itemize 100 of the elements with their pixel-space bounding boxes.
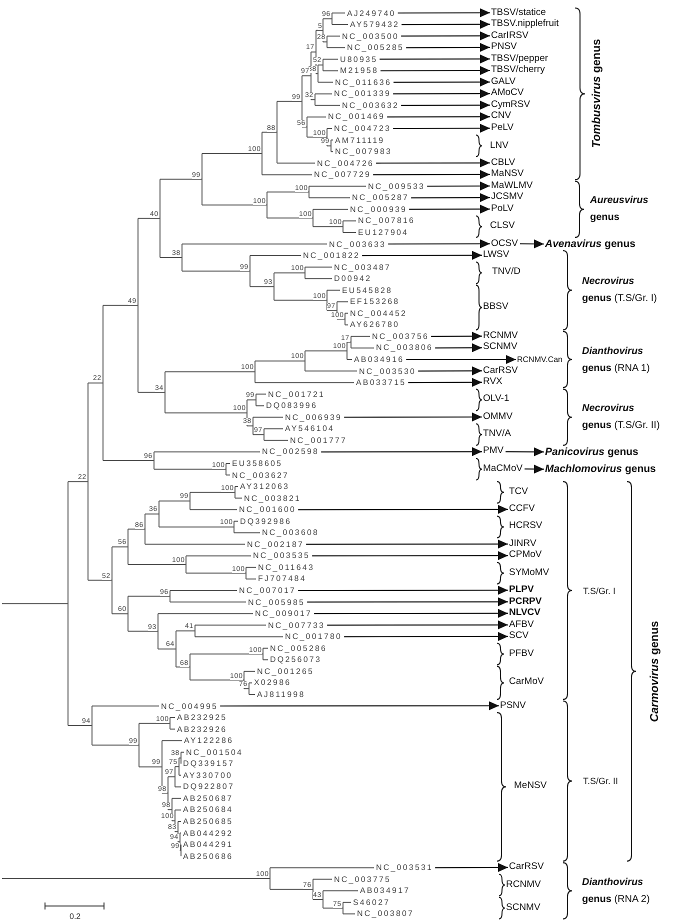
virus-name-label: CCFV — [509, 504, 535, 515]
accession-label: NC_001822 — [303, 251, 360, 260]
accession-label: U80935 — [340, 54, 378, 64]
accession-label: NC_005286 — [270, 644, 328, 653]
virus-name-label: TNV/A — [483, 429, 511, 440]
arrow — [220, 701, 499, 710]
accession-label: DQ922807 — [183, 782, 234, 792]
accession-label: NC_003633 — [329, 240, 386, 248]
virus-name-label: TCV — [509, 486, 528, 498]
arrow — [411, 193, 490, 202]
accession-label: AY312063 — [240, 482, 290, 492]
accession-label: EU545828 — [342, 286, 393, 295]
accession-label: AJ811998 — [257, 690, 306, 699]
virus-name-label: RVX — [483, 377, 502, 388]
arrow — [394, 78, 490, 87]
virus-name-label: LWSV — [483, 250, 510, 261]
accession-label: AY546104 — [285, 424, 335, 434]
virus-name-label: TNV/D — [492, 267, 520, 278]
arrow — [373, 170, 490, 179]
arrow — [321, 447, 482, 456]
arrow — [393, 89, 490, 98]
accession-label: NC_007017 — [239, 586, 296, 595]
accession-label: S46027 — [353, 898, 390, 907]
accession-label: AY122286 — [184, 736, 234, 746]
arrow — [314, 608, 508, 618]
virus-name-label: MeNSV — [514, 781, 547, 792]
arrow — [344, 632, 508, 641]
arrow — [506, 447, 544, 456]
accession-label: NC_007983 — [335, 147, 392, 156]
arrow — [380, 66, 490, 76]
arrow — [435, 343, 482, 352]
accession-label: NC_003632 — [342, 100, 400, 110]
accession-label: NC_001600 — [239, 505, 296, 514]
accession-label: NC_003821 — [244, 494, 302, 503]
virus-name-label: NLVCV — [509, 608, 540, 619]
arrow — [406, 355, 516, 364]
accession-label: NC_003535 — [253, 551, 310, 560]
accession-label: AB232926 — [177, 724, 228, 734]
accession-label: NC_003500 — [342, 32, 400, 41]
accession-label: NC_003806 — [376, 343, 434, 352]
virus-name-label: RCNMV.Can — [517, 355, 562, 364]
subgroup-label: T.S/Gr. II — [583, 776, 618, 786]
virus-name-label: TBSV/statice — [491, 8, 546, 18]
accession-label: EU358605 — [232, 458, 283, 468]
virus-name-label: AMoCV — [491, 88, 524, 99]
virus-name-label: PNSV — [491, 42, 517, 53]
accession-label: AM711119 — [335, 136, 385, 145]
accession-label: NC_004723 — [334, 124, 392, 133]
virus-name-label: CarRSV — [509, 862, 544, 873]
accession-label: NC_003775 — [334, 874, 392, 884]
accession-label: AB034916 — [354, 355, 404, 364]
arrow — [388, 239, 490, 248]
virus-name-label: LNV — [490, 141, 508, 152]
genus-label: Aureusvirus genus — [590, 194, 650, 226]
genus-label: Necrovirus genus (T.S/Gr. I) — [582, 275, 658, 306]
virus-name-label: TBSV.nipplefruit — [491, 19, 559, 30]
accession-label: AB044292 — [183, 828, 234, 838]
accession-label: NC_004726 — [317, 158, 374, 168]
virus-name-label: TBSV/cherry — [491, 65, 545, 76]
accession-label: NC_000939 — [350, 204, 408, 214]
subgroup-label: T.S/Gr. I — [583, 586, 616, 596]
virus-name-label: SCNMV — [483, 342, 518, 353]
accession-label: NC_001777 — [290, 436, 348, 445]
arrow — [298, 504, 508, 514]
virus-name-label: PLPV — [509, 585, 534, 596]
scale-value: 0.2 — [70, 912, 81, 921]
accession-label: NC_004452 — [350, 308, 408, 318]
arrow — [362, 250, 482, 260]
virus-name-label: CarIRSV — [491, 30, 528, 42]
accession-label: AB250687 — [183, 794, 234, 803]
arrow — [427, 182, 490, 191]
accession-label: NC_007816 — [358, 216, 416, 226]
arrow — [380, 54, 490, 64]
virus-name-label: OCSV — [491, 238, 518, 249]
accession-label: AB044291 — [183, 840, 234, 850]
accession-label: NC_005985 — [248, 598, 306, 607]
arrow — [435, 862, 508, 872]
accession-label: NC_003627 — [232, 470, 290, 480]
accession-label: NC_003807 — [357, 909, 414, 918]
arrow — [312, 551, 508, 560]
virus-name-label: PeLV — [491, 123, 514, 134]
accession-label: AB250686 — [183, 852, 234, 861]
accession-label: NC_003756 — [372, 332, 430, 341]
virus-name-label: MaCMoV — [483, 464, 523, 474]
accession-label: NC_001339 — [334, 89, 392, 98]
virus-name-label: SCNMV — [506, 902, 540, 914]
accession-label: NC_007729 — [314, 170, 372, 180]
accession-label: AY330700 — [183, 770, 233, 780]
virus-name-label: RCNMV — [506, 880, 541, 890]
virus-name-label: SYMoMV — [509, 568, 550, 578]
virus-name-label: CarMoV — [509, 677, 544, 688]
virus-name-label: MaNSV — [491, 169, 524, 180]
accession-label: AB033715 — [356, 378, 406, 388]
arrow — [344, 412, 482, 422]
accession-label: NC_009533 — [368, 182, 426, 191]
virus-name-label: JINRV — [509, 538, 536, 550]
virus-name-label: TBSV/pepper — [491, 54, 548, 64]
genus-label: Dianthovirus genus (RNA 2) — [582, 876, 651, 907]
arrow — [327, 620, 508, 630]
virus-name-label: CPMoV — [509, 550, 542, 561]
